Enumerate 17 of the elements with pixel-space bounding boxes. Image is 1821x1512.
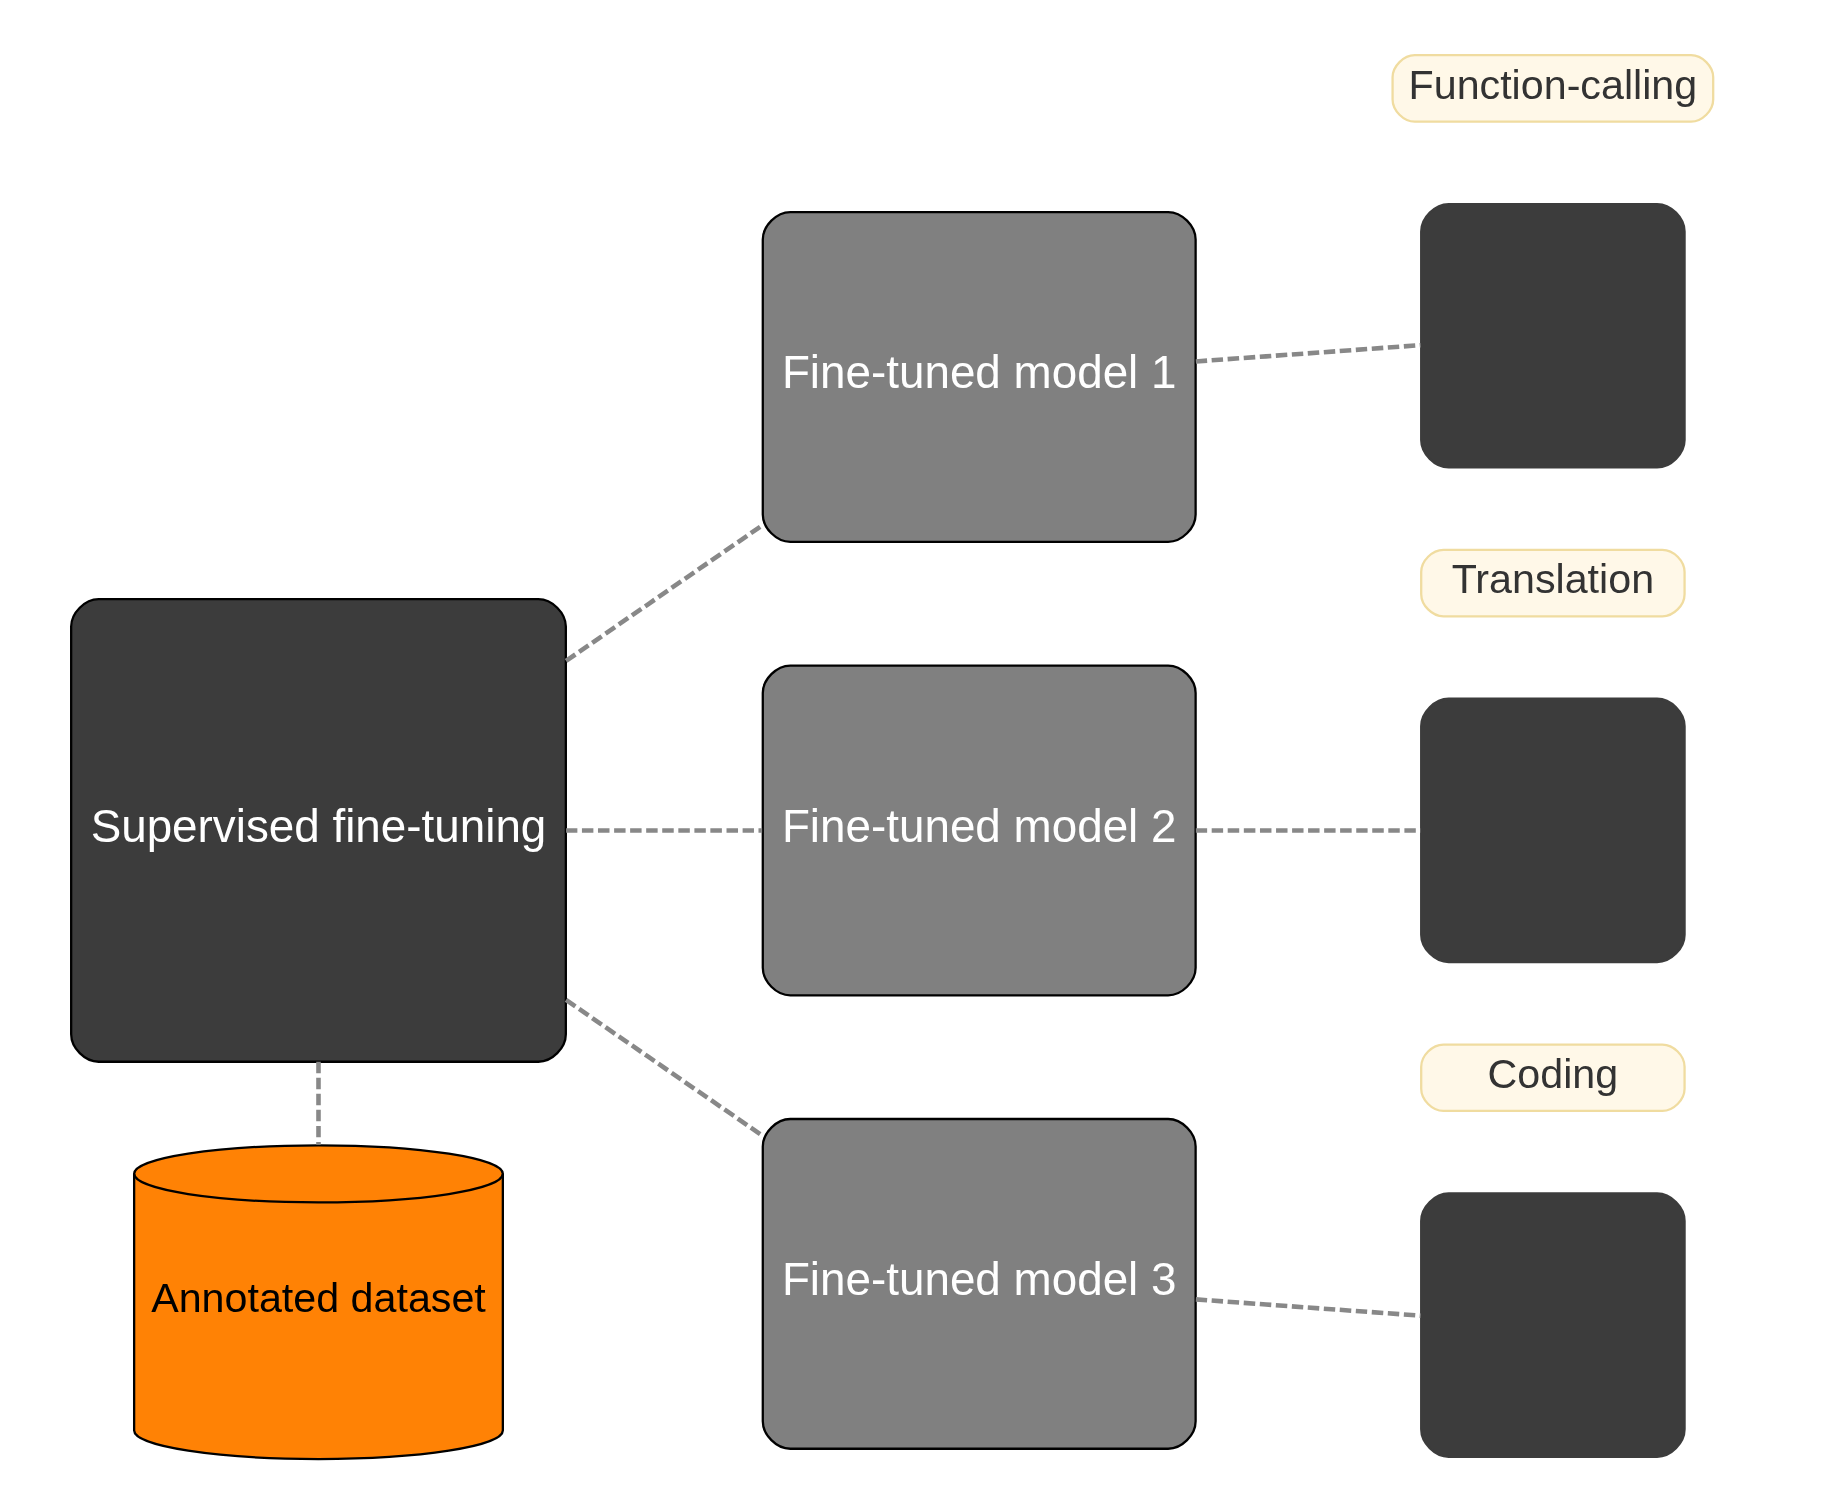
node-box: Supervised fine-tuning: [70, 597, 567, 1063]
node-box: [1420, 1192, 1686, 1458]
connector: [1195, 342, 1421, 364]
node-box: Function-calling: [1391, 54, 1715, 123]
connector: [316, 1061, 321, 1145]
node-box: Fine-tuned model 1: [761, 210, 1197, 543]
node-box: Coding: [1420, 1043, 1686, 1113]
connector: [1195, 828, 1421, 833]
node-box: Fine-tuned model 3: [761, 1117, 1197, 1450]
node-box: Fine-tuned model 2: [761, 664, 1197, 997]
node-box: [1420, 697, 1686, 964]
node-box: Translation: [1420, 548, 1686, 618]
connector: [1195, 1297, 1421, 1318]
connector: [564, 998, 764, 1138]
connector: [566, 828, 763, 833]
node-box: [1420, 202, 1686, 469]
connector: [564, 523, 764, 663]
